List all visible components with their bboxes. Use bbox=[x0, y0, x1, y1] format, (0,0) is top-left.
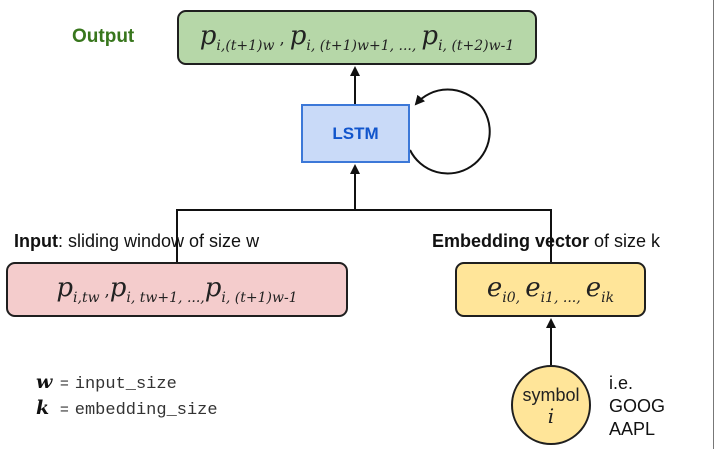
input-term-sub: i,tw bbox=[73, 290, 100, 306]
legend-eq: = bbox=[60, 401, 69, 418]
symbol-word: symbol bbox=[522, 385, 580, 405]
embedding-vector-box: ei0, ei1, ..., eik bbox=[455, 262, 646, 317]
embedding-term-base: e bbox=[525, 273, 541, 303]
output-term-sep: , bbox=[274, 29, 285, 48]
embedding-term-sub: i0, bbox=[502, 290, 521, 306]
legend-eq: = bbox=[60, 375, 69, 392]
legend-value: embedding_size bbox=[74, 401, 218, 420]
example-line: AAPL bbox=[609, 419, 656, 439]
embedding-label-rest: of size k bbox=[589, 231, 661, 251]
example-line: i.e. bbox=[609, 373, 634, 393]
output-term-sub: i,(t+1)w bbox=[216, 38, 275, 54]
output-sequence-box: pi,(t+1)w , pi, (t+1)w+1, ..., pi, (t+2)… bbox=[177, 10, 537, 65]
symbol-examples: i.e. GOOG AAPL bbox=[609, 372, 665, 441]
legend-value: input_size bbox=[74, 375, 177, 394]
lstm-cell: LSTM bbox=[301, 104, 410, 163]
output-term-base: p bbox=[289, 21, 307, 51]
input-window-box: pi,tw ,pi, tw+1, ...,pi, (t+1)w-1 bbox=[6, 262, 348, 317]
embedding-term-base: e bbox=[585, 273, 602, 303]
input-label-bold: Input bbox=[14, 231, 58, 251]
output-sequence-formula: pi,(t+1)w , pi, (t+1)w+1, ..., pi, (t+2)… bbox=[200, 21, 515, 54]
output-term-sub: i, (t+2)w-1 bbox=[438, 38, 515, 54]
output-term-base: p bbox=[421, 21, 439, 51]
input-term-sep: , bbox=[99, 281, 110, 300]
legend-var: w bbox=[36, 371, 53, 393]
input-term-base: p bbox=[56, 273, 74, 303]
symbol-variable: i bbox=[547, 404, 555, 428]
embedding-term-sub: i1, ..., bbox=[540, 290, 581, 306]
legend-row: w = input_size bbox=[36, 371, 218, 397]
embedding-label-bold: Embedding vector bbox=[432, 231, 590, 251]
embedding-term-base: e bbox=[486, 273, 503, 303]
output-term-base: p bbox=[199, 21, 217, 51]
frame-edge-divider bbox=[713, 0, 714, 449]
input-label: Input: sliding window of size w bbox=[14, 231, 259, 252]
legend-var: k bbox=[36, 397, 50, 419]
input-term-sub: i, tw+1, ..., bbox=[126, 290, 205, 306]
input-term-sub: i, (t+1)w-1 bbox=[221, 290, 298, 306]
embedding-label: Embedding vector of size k bbox=[432, 231, 660, 252]
input-term-base: p bbox=[109, 273, 127, 303]
example-line: GOOG bbox=[609, 396, 666, 416]
embedding-vector-formula: ei0, ei1, ..., eik bbox=[487, 273, 614, 306]
variable-legend: w = input_size k = embedding_size bbox=[36, 371, 218, 423]
input-label-rest: : sliding window of size w bbox=[57, 231, 260, 251]
symbol-node: symbol i bbox=[511, 365, 591, 445]
legend-row: k = embedding_size bbox=[36, 397, 218, 423]
recurrent-loop-arrow bbox=[409, 88, 491, 175]
input-window-formula: pi,tw ,pi, tw+1, ...,pi, (t+1)w-1 bbox=[56, 273, 297, 306]
input-term-base: p bbox=[204, 273, 222, 303]
output-term-sub: i, (t+1)w+1, ..., bbox=[306, 38, 417, 54]
embedding-term-sub: ik bbox=[601, 290, 615, 306]
output-label: Output bbox=[72, 26, 135, 47]
